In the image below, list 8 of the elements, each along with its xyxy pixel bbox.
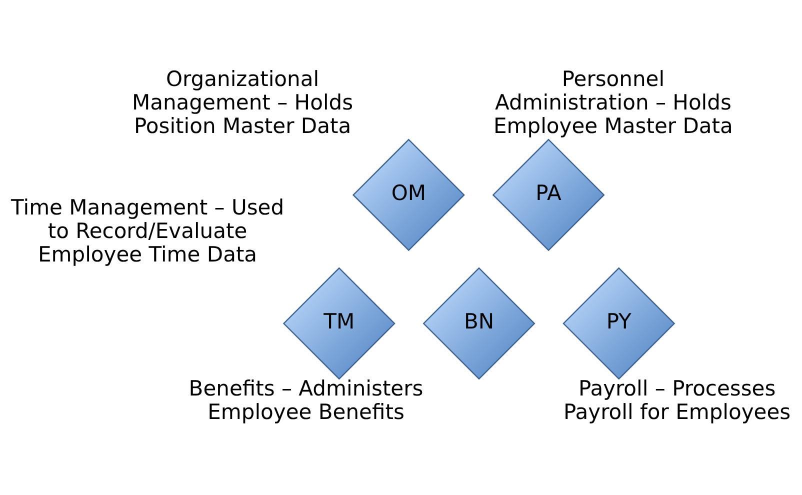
node-diamond: TM (282, 267, 396, 380)
node-label: Time Management – Used to Record/Evaluate Employee Time Data (11, 194, 284, 266)
node-diamond: OM (352, 138, 465, 252)
node-diamond: PY (562, 267, 676, 380)
node-diamond: BN (422, 267, 536, 380)
node-label: Personnel Administration – Holds Employee Master Data (494, 66, 733, 138)
node-diamond: PA (492, 138, 605, 252)
node-label: Organizational Management – Holds Position Master Data (132, 66, 354, 138)
